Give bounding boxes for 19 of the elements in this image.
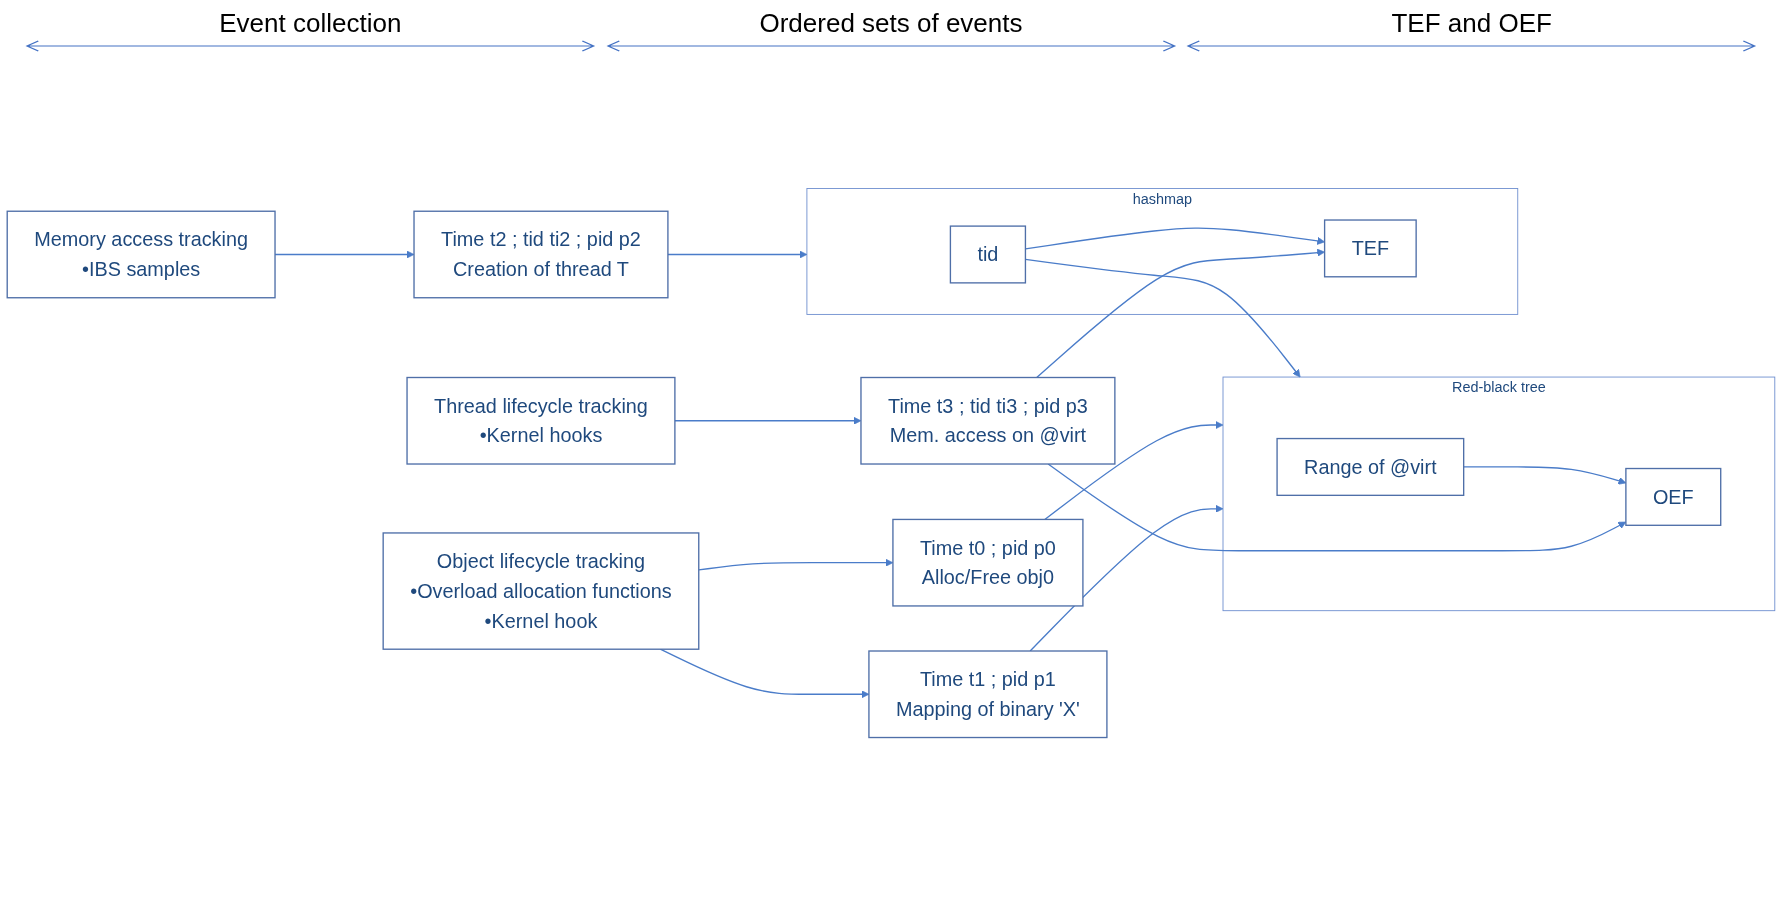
column-heading: Event collection — [219, 8, 402, 39]
arrow — [1044, 421, 1224, 521]
node-box: Range of @virt — [1276, 437, 1465, 496]
node-box: Time t1 ; pid p1 Mapping of binary 'X' — [868, 650, 1108, 739]
arrow — [667, 250, 808, 259]
node-box: tid — [949, 225, 1027, 284]
node-box: Time t3 ; tid ti3 ; pid p3 Mem. access on @virt — [860, 376, 1116, 465]
node-box: TEF — [1323, 219, 1417, 278]
column-heading: TEF and OEF — [1391, 8, 1552, 39]
node-box: Time t2 ; tid ti2 ; pid p2 Creation of thread T — [413, 210, 669, 299]
arrow — [1036, 248, 1325, 379]
node-box: Memory access tracking •IBS samples — [6, 210, 276, 299]
arrow — [1029, 504, 1224, 652]
column-heading: Ordered sets of events — [759, 8, 1023, 39]
arrow — [1047, 463, 1627, 552]
node-box: Thread lifecycle tracking •Kernel hooks — [406, 376, 676, 465]
node-box: Object lifecycle tracking •Overload allocation functions •Kernel hook — [382, 532, 700, 650]
node-box: OEF — [1625, 467, 1722, 526]
node-box: Time t0 ; pid p0 Alloc/Free obj0 — [892, 518, 1084, 607]
